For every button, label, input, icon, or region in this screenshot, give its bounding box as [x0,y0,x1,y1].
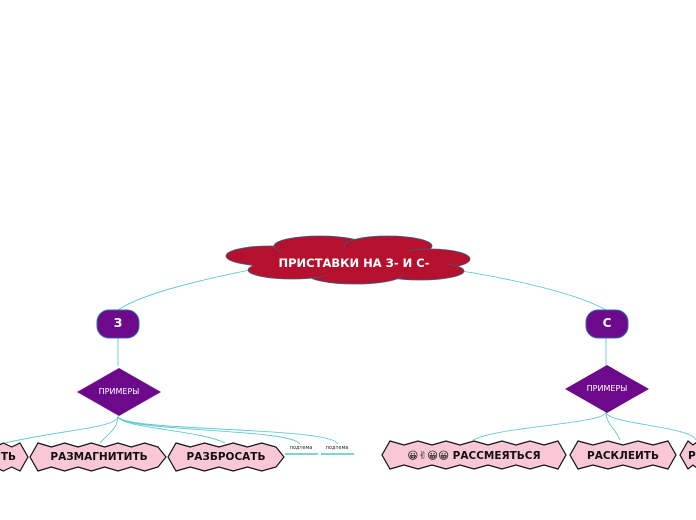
root-label: ПРИСТАВКИ НА З- И С- [278,256,430,270]
example-node-z-3[interactable] [167,442,285,472]
connectors [4,269,696,445]
subtopic-label-2: подтема [325,445,349,451]
example-node-s-3[interactable] [679,440,696,470]
example-node-z-1[interactable] [0,442,29,472]
connector-z-ex1 [4,415,119,444]
branch-label-s: С [602,316,612,330]
example-node-s-1[interactable] [381,440,567,470]
branch-node-z[interactable] [96,309,140,339]
examples-label-z: ПРИМЕРЫ [98,387,140,396]
connector-z-sub2 [117,415,339,445]
branch-label-z: З [113,316,123,330]
branch-node-s[interactable] [585,309,629,339]
connector-z-ex3 [117,415,226,444]
example-node-z-2[interactable] [29,442,167,472]
example-label-s-1: 😀✌😀😀 РАССМЕЯТЬСЯ [407,450,541,462]
example-nodes [0,440,696,472]
example-label-z-1: ТЬ [0,451,16,463]
connector-s-ex3 [605,411,696,441]
example-label-z-2: РАЗМАГНИТИТЬ [50,451,148,463]
connector-z-sub1 [117,415,301,445]
examples-label-s: ПРИМЕРЫ [586,384,628,393]
example-node-s-2[interactable] [569,440,677,470]
root-node[interactable] [225,235,471,285]
examples-node-s[interactable] [565,365,649,413]
connector-z-ex2 [99,415,119,444]
example-label-z-3: РАЗБРОСАТЬ [186,451,266,463]
connector-s-ex2 [605,411,621,441]
example-label-s-2: РАСКЛЕИТЬ [587,450,659,462]
examples-node-z[interactable] [77,368,161,416]
example-label-s-3: Р [688,450,696,462]
connector-s-ex1 [472,411,607,441]
subtopic-label-1: подтема [289,445,313,451]
connector-root-z [117,269,251,311]
connector-root-s [454,269,607,311]
